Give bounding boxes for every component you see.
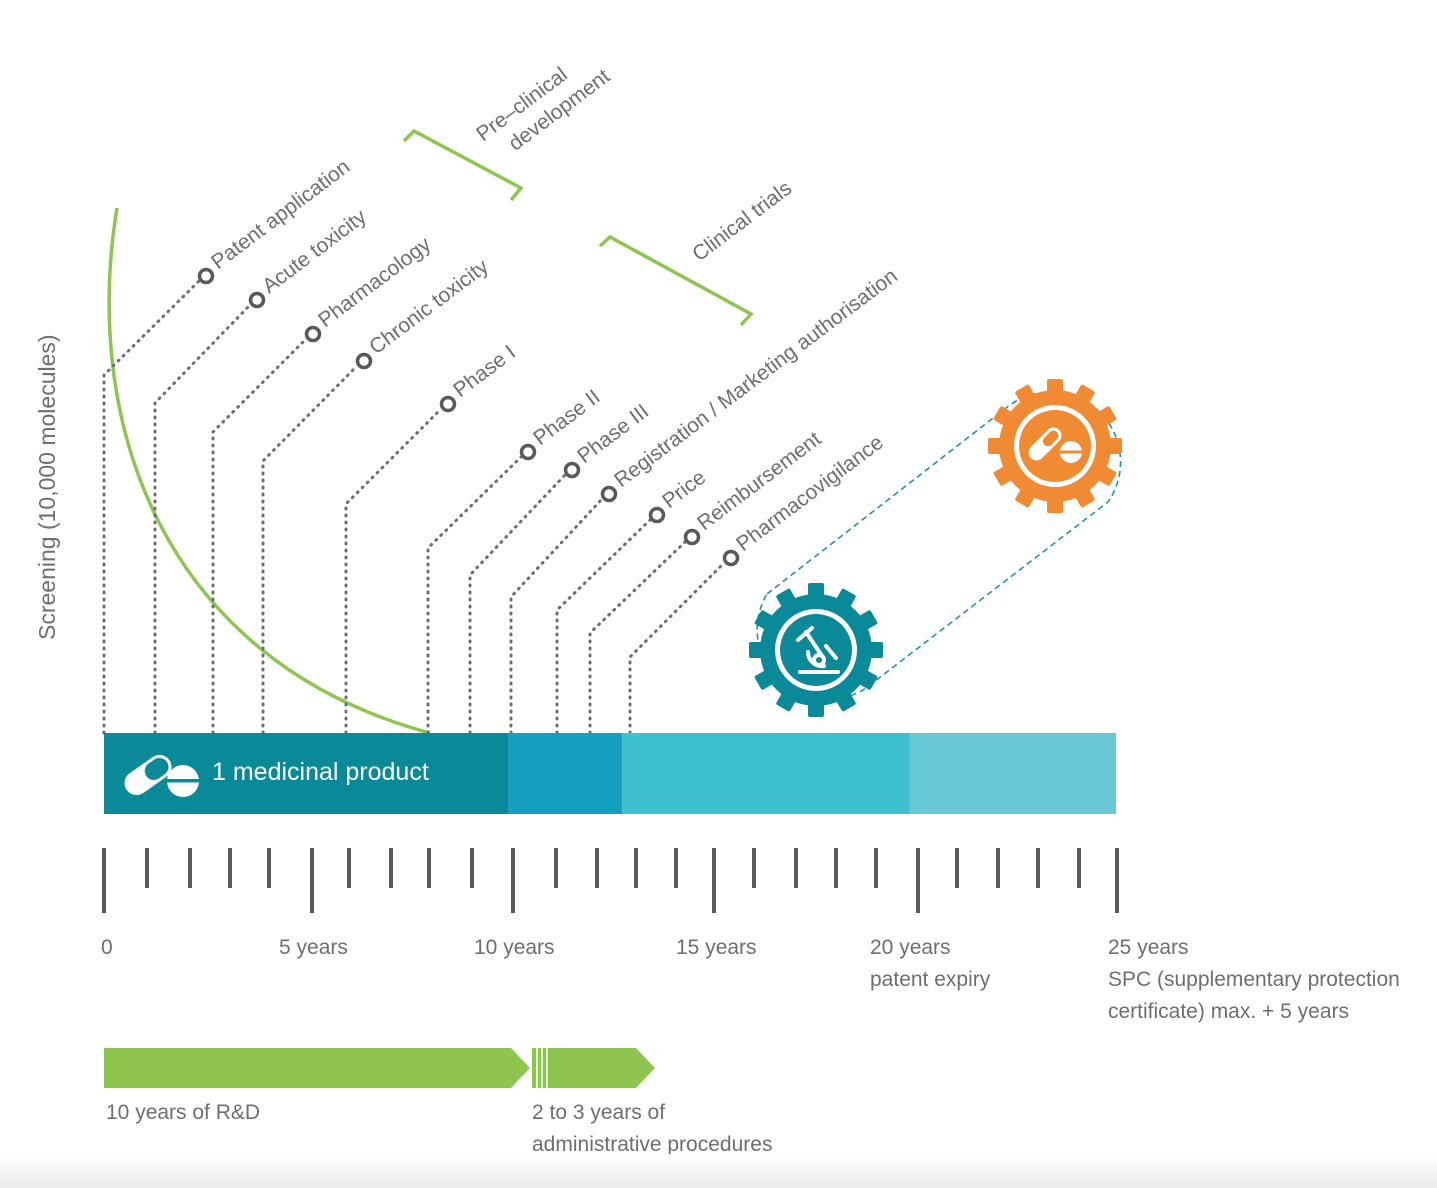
product-bar-segment: [909, 733, 1116, 814]
milestone-label: Patent application: [207, 155, 354, 274]
milestone-marker: [355, 352, 373, 370]
milestone-leader-line: [555, 518, 652, 735]
major-tick: [511, 848, 515, 913]
milestone-leader-line: [509, 497, 604, 735]
milestone-leader-line: [211, 337, 308, 735]
axis-label-20: 20 years patent expiry: [870, 932, 990, 996]
admin-arrow-label-line-2: administrative procedures: [532, 1133, 773, 1156]
major-tick: [916, 848, 920, 913]
minor-tick: [674, 848, 678, 888]
minor-tick: [794, 848, 798, 888]
minor-tick: [347, 848, 351, 888]
minor-tick: [634, 848, 638, 888]
milestone-marker: [600, 485, 618, 503]
axis-label-0: 0: [101, 932, 113, 964]
milestone-leaders: [102, 279, 726, 735]
minor-tick: [267, 848, 271, 888]
milestone-marker: [563, 461, 581, 479]
axis-label-5: 5 years: [279, 932, 348, 964]
clinical-trials-bracket: Clinical trials: [598, 177, 796, 327]
minor-tick: [595, 848, 599, 888]
pill-gear-center: [1019, 410, 1091, 482]
clinical-trials-label: Clinical trials: [688, 177, 796, 266]
preclinical-bracket: Pre–clinical development: [402, 43, 614, 202]
axis-label-25-line-3: certificate) max. + 5 years: [1108, 1000, 1349, 1023]
pill-gear-icon: [988, 379, 1122, 513]
minor-tick: [996, 848, 1000, 888]
screening-funnel-arc: [107, 207, 431, 735]
admin-arrow-label-line-1: 2 to 3 years of: [532, 1101, 666, 1124]
axis-label-25: 25 years SPC (supplementary protection c…: [1108, 932, 1400, 1028]
pill-icon: [1028, 427, 1082, 463]
milestone-marker: [683, 528, 701, 546]
milestone-marker: [439, 395, 457, 413]
milestone-marker: [197, 267, 215, 285]
major-tick: [310, 848, 314, 913]
milestone-marker: [519, 443, 537, 461]
minor-tick: [1036, 848, 1040, 888]
rd-arrow-label-line-1: 10 years of R&D: [106, 1101, 261, 1124]
minor-tick: [955, 848, 959, 888]
milestone-leader-line: [153, 303, 252, 735]
bottom-fade: [0, 1154, 1437, 1188]
axis-label-10: 10 years: [474, 932, 555, 964]
rd-arrow-label: 10 years of R&D: [106, 1097, 260, 1129]
admin-arrow-label: 2 to 3 years of administrative procedure…: [532, 1097, 772, 1161]
minor-tick: [389, 848, 393, 888]
milestone-leader-line: [628, 561, 726, 735]
minor-tick: [228, 848, 232, 888]
minor-tick: [752, 848, 756, 888]
minor-tick: [470, 848, 474, 888]
minor-tick: [188, 848, 192, 888]
minor-tick: [1077, 848, 1081, 888]
preclinical-label: Pre–clinical development: [472, 43, 614, 167]
microscope-icon: [796, 626, 840, 674]
axis-label-20-line-1: 20 years: [870, 936, 951, 959]
milestone-marker: [722, 549, 740, 567]
pill-capsule-icon: [124, 754, 199, 797]
minor-tick: [554, 848, 558, 888]
milestone-label: Price: [658, 466, 710, 513]
axis-label-10-line-1: 10 years: [474, 936, 555, 959]
axis-label-15: 15 years: [676, 932, 757, 964]
product-bar-label: 1 medicinal product: [212, 758, 429, 786]
major-tick: [102, 848, 106, 913]
admin-arrow: [532, 1048, 655, 1088]
timeline-ticks: [102, 848, 1119, 913]
axis-label-25-line-2: SPC (supplementary protection: [1108, 968, 1400, 991]
milestone-leader-line: [588, 540, 687, 735]
milestone-leader-line: [102, 279, 201, 735]
axis-label-15-line-1: 15 years: [676, 936, 757, 959]
minor-tick: [874, 848, 878, 888]
y-axis-label: Screening (10,000 molecules): [34, 334, 60, 640]
milestone-label: Phase I: [449, 341, 520, 402]
milestone-marker: [648, 506, 666, 524]
product-bar-segment: [508, 733, 623, 814]
milestone-leader-line: [344, 407, 443, 735]
axis-label-0-line-1: 0: [101, 936, 113, 959]
milestone-leader-line: [261, 364, 359, 735]
axis-label-5-line-1: 5 years: [279, 936, 348, 959]
milestone-leader-line: [426, 455, 523, 735]
axis-label-25-line-1: 25 years: [1108, 936, 1189, 959]
major-tick: [1115, 848, 1119, 913]
minor-tick: [834, 848, 838, 888]
axis-label-20-line-2: patent expiry: [870, 968, 991, 991]
product-bar-segment: [622, 733, 910, 814]
microscope-gear-icon: [749, 583, 883, 717]
rd-arrow: [104, 1048, 530, 1088]
milestone-leader-line: [468, 473, 567, 735]
major-tick: [712, 848, 716, 913]
minor-tick: [427, 848, 431, 888]
milestone-marker: [248, 291, 266, 309]
minor-tick: [145, 848, 149, 888]
milestone-marker: [304, 325, 322, 343]
